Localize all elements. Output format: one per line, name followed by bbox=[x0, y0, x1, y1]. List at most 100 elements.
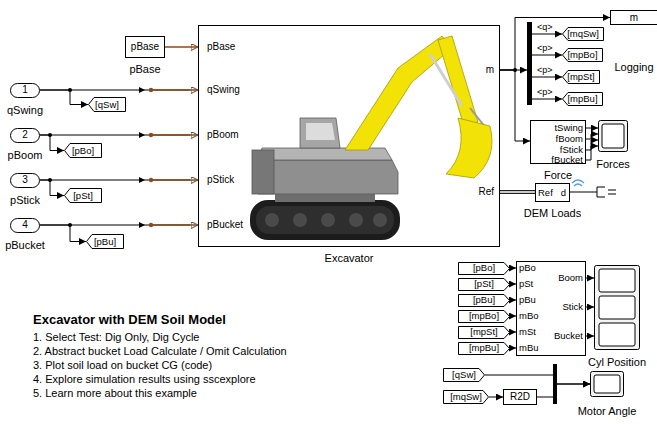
block-name: Motor Angle bbox=[578, 405, 637, 418]
physical-line bbox=[165, 46, 198, 48]
signal-line bbox=[40, 180, 64, 196]
tag-name: [mqSw] bbox=[567, 29, 599, 40]
subsystem-block: RefdDEM Loads bbox=[535, 183, 570, 202]
signal-line bbox=[510, 332, 516, 333]
inport-block: 3pStick bbox=[10, 173, 40, 188]
scope-body bbox=[595, 266, 640, 350]
signal-line bbox=[485, 375, 590, 384]
tag-outline bbox=[459, 342, 510, 354]
from-tag: [pBo] bbox=[458, 262, 510, 275]
converter-dot bbox=[149, 178, 153, 182]
mux-bar bbox=[553, 364, 557, 404]
port-label: fBucket bbox=[551, 155, 583, 166]
signal-line bbox=[586, 307, 594, 308]
branch-dot bbox=[513, 68, 517, 72]
signal-line bbox=[500, 70, 530, 141]
port-label: pBucket bbox=[207, 219, 243, 231]
scope-screen bbox=[602, 124, 624, 148]
goto-tag: [mpBo] bbox=[562, 48, 603, 62]
tag-outline bbox=[89, 98, 126, 112]
from-tag: [qSw] bbox=[443, 368, 485, 382]
signal-line bbox=[510, 284, 516, 285]
branch-dot bbox=[68, 223, 72, 227]
block-border bbox=[199, 26, 500, 247]
scope-block-outline bbox=[590, 371, 624, 397]
branch-dot bbox=[68, 88, 72, 92]
wheel bbox=[373, 213, 387, 227]
tag-outline bbox=[563, 93, 603, 106]
scope-block-outline bbox=[594, 265, 640, 350]
signal-converters bbox=[139, 87, 190, 228]
signal-line bbox=[40, 180, 198, 181]
signal-line bbox=[40, 225, 198, 226]
port-label: m bbox=[486, 64, 494, 76]
block-name: pBase bbox=[129, 63, 160, 76]
port-label: mSt bbox=[519, 327, 536, 338]
tag-name: [mpSt] bbox=[470, 327, 497, 338]
wheel bbox=[265, 213, 279, 227]
inport-block: 2pBoom bbox=[10, 128, 40, 143]
bus-bar bbox=[527, 22, 532, 105]
scope-body bbox=[599, 121, 628, 152]
tag-outline bbox=[563, 49, 603, 62]
tag-name: [mpBo] bbox=[469, 311, 499, 322]
bus-selector: <q><p><p><p> bbox=[527, 22, 532, 105]
port-number: 1 bbox=[22, 84, 28, 96]
signal-line bbox=[510, 300, 516, 301]
bucket bbox=[446, 118, 492, 178]
track bbox=[250, 200, 400, 240]
physical-line bbox=[151, 134, 190, 136]
block-name: Forces bbox=[596, 158, 630, 171]
branch-dot bbox=[48, 178, 52, 182]
goto-tag: [pBo] bbox=[64, 143, 102, 158]
from-tag: [pSt] bbox=[458, 278, 510, 291]
tag-name: [pBu] bbox=[473, 295, 495, 306]
signal-name: <p> bbox=[537, 43, 553, 53]
from-tag: [mpBo] bbox=[458, 310, 510, 323]
port-name: pBoom bbox=[8, 148, 43, 161]
from-tag: [pBu] bbox=[458, 294, 510, 307]
tag-name: [mpBu] bbox=[469, 343, 499, 354]
physical-line bbox=[151, 89, 190, 91]
scope-screen bbox=[594, 375, 620, 393]
boom bbox=[345, 36, 452, 150]
port-label: fBoom bbox=[556, 134, 583, 145]
port-label: Ref bbox=[538, 187, 553, 198]
converter-dot bbox=[149, 88, 153, 92]
cab-window bbox=[306, 123, 335, 140]
excavator-illustration bbox=[250, 36, 492, 240]
tag-name: [pSt] bbox=[474, 279, 494, 290]
block-text: m bbox=[630, 12, 638, 24]
goto-tag: [qSw] bbox=[88, 97, 126, 112]
tag-name: [pSt] bbox=[73, 190, 93, 201]
scope-screen bbox=[599, 296, 635, 319]
port-name: pStick bbox=[10, 193, 40, 206]
port-label: pBo bbox=[519, 263, 536, 274]
from-tag: [mqSw] bbox=[443, 390, 489, 404]
port-label: pBase bbox=[207, 41, 235, 53]
tag-outline bbox=[65, 144, 102, 158]
tag-name: [qSw] bbox=[95, 99, 119, 110]
track-inner bbox=[256, 206, 394, 234]
tag-outline bbox=[459, 310, 510, 322]
tag-outline bbox=[65, 189, 102, 203]
branch-dot bbox=[48, 133, 52, 137]
signal-line bbox=[510, 316, 516, 317]
wheel bbox=[349, 213, 363, 227]
physical-bus bbox=[500, 190, 535, 194]
body bbox=[258, 160, 398, 194]
block-border bbox=[536, 184, 570, 202]
port-label: pSt bbox=[519, 279, 533, 290]
signal-line bbox=[500, 18, 610, 71]
port-label: Stick bbox=[562, 302, 583, 313]
annotation-line: 2. Abstract bucket Load Calculate / Omit… bbox=[33, 345, 287, 358]
scope-screen bbox=[599, 323, 635, 346]
block-text: pBase bbox=[131, 41, 159, 53]
to-workspace-block: mLogging bbox=[610, 10, 657, 25]
signal-line bbox=[586, 128, 598, 129]
subsystem-block: pBaseqSwingpBoompStickpBucketmRefExcavat… bbox=[198, 25, 500, 247]
bus-selector-outline bbox=[527, 22, 532, 105]
port-label: Ref bbox=[478, 186, 494, 198]
port-label: Boom bbox=[558, 273, 583, 284]
